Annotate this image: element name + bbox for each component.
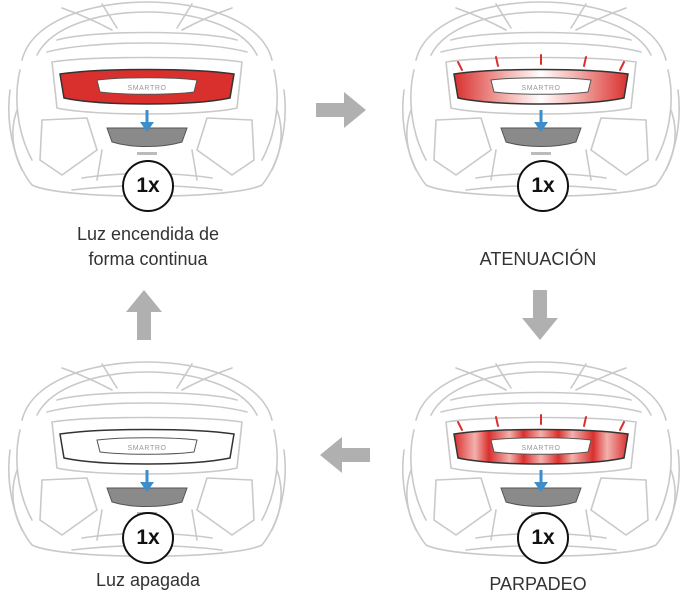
arrow-up-icon (126, 290, 162, 340)
state-panel-blinking: SMARTRO 1x (396, 360, 683, 575)
brand-text: SMARTRO (521, 85, 560, 92)
caption-dimming: ATENUACIÓN (390, 247, 683, 272)
caption-blinking: PARPADEO (390, 572, 683, 597)
press-once-badge: 1x (517, 160, 569, 212)
brand-text: SMARTRO (521, 445, 560, 452)
caption-dimming-line-1: ATENUACIÓN (390, 247, 683, 272)
light-rays-icon (458, 415, 624, 430)
press-once-badge: 1x (122, 160, 174, 212)
press-once-badge: 1x (122, 512, 174, 564)
state-panel-dimming: SMARTRO 1x (396, 0, 683, 215)
arrow-down-icon (522, 290, 558, 340)
state-panel-steady: SMARTRO 1x (2, 0, 292, 215)
brand-text: SMARTRO (127, 85, 166, 92)
caption-steady: Luz encendida de forma continua (0, 222, 296, 272)
state-panel-off: SMARTRO 1x (2, 360, 292, 575)
light-rays-icon (458, 55, 624, 70)
caption-off-line-1: Luz apagada (0, 568, 296, 593)
caption-steady-line-1: Luz encendida de (0, 222, 296, 247)
press-once-badge: 1x (517, 512, 569, 564)
caption-off: Luz apagada (0, 568, 296, 593)
brand-text: SMARTRO (127, 445, 166, 452)
arrow-right-icon (316, 92, 366, 128)
arrow-left-icon (320, 437, 370, 473)
caption-blinking-line-1: PARPADEO (390, 572, 683, 597)
caption-steady-line-2: forma continua (0, 247, 296, 272)
